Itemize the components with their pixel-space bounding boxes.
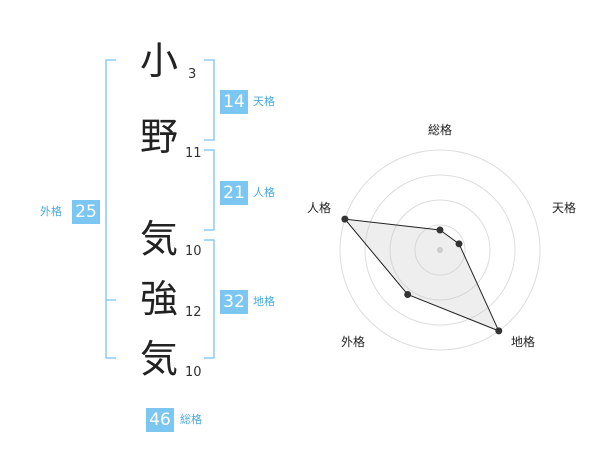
radar-grid-ring-3 — [364, 174, 516, 326]
jinkaku-label: 人格 — [253, 186, 275, 199]
radar-axis-label-soukaku: 総格 — [428, 123, 453, 137]
chikaku-label: 地格 — [253, 295, 275, 308]
radar-grid-ring-1 — [414, 224, 466, 276]
jinkaku-bracket — [204, 149, 215, 231]
radar-grid-ring-2 — [389, 199, 491, 301]
name-char-4: 強 — [140, 277, 179, 321]
jinkaku-value-badge: 21 — [220, 181, 248, 205]
gaikaku-value-badge: 25 — [72, 200, 100, 224]
soukaku-label: 総格 — [180, 413, 202, 426]
radar-axis-label-gaikaku: 外格 — [341, 335, 366, 349]
stroke-count-2: 11 — [185, 146, 202, 161]
tenkaku-value-badge: 14 — [220, 90, 248, 114]
tenkaku-bracket — [204, 59, 215, 141]
name-char-5: 気 — [140, 337, 179, 381]
radar-point-5 — [341, 215, 349, 223]
radar-series-polygon — [343, 218, 500, 332]
name-char-1: 小 — [140, 39, 179, 83]
radar-axis-label-tenkaku: 天格 — [552, 201, 577, 215]
name-char-2: 野 — [140, 115, 179, 159]
soukaku-value-badge: 46 — [146, 408, 174, 432]
name-char-3: 気 — [140, 217, 179, 261]
radar-center-dot — [437, 247, 443, 253]
stroke-count-4: 12 — [185, 305, 202, 320]
radar-point-1 — [436, 226, 444, 234]
chikaku-bracket — [204, 239, 215, 359]
stroke-count-1: 3 — [188, 67, 197, 82]
radar-point-3 — [495, 327, 503, 335]
stroke-count-5: 10 — [185, 365, 202, 380]
radar-grid-ring-4 — [339, 149, 541, 351]
radar-point-2 — [455, 240, 463, 248]
chikaku-value-badge: 32 — [220, 290, 248, 314]
tenkaku-label: 天格 — [253, 95, 275, 108]
radar-point-4 — [404, 290, 412, 298]
gaikaku-bracket — [105, 59, 116, 359]
radar-axis-label-chikaku: 地格 — [511, 335, 536, 349]
radar-axis-label-jinkaku: 人格 — [307, 201, 332, 215]
stroke-count-3: 10 — [185, 244, 202, 259]
gaikaku-label: 外格 — [40, 205, 62, 218]
